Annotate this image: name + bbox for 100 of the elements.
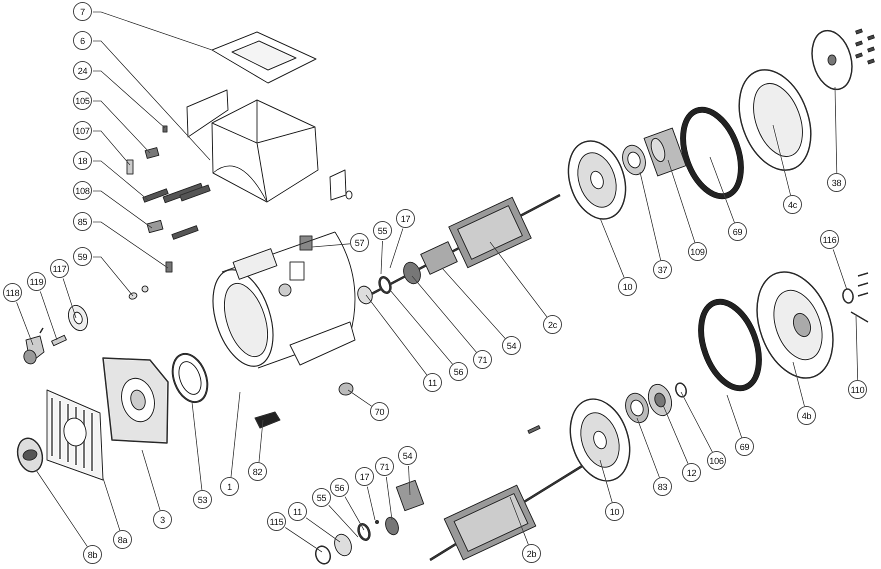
callout-number: 71 — [380, 462, 390, 472]
callout-circle — [728, 222, 747, 241]
leader-line — [710, 156, 735, 223]
callout-number: 117 — [52, 264, 66, 274]
callout-circle — [605, 502, 624, 521]
callout-circle — [73, 121, 92, 140]
callout-number: 83 — [658, 482, 668, 492]
callout-circle — [375, 457, 394, 476]
leader-line — [510, 496, 529, 546]
leader-line — [386, 476, 392, 520]
leader-line — [16, 302, 34, 346]
callout-circle — [396, 209, 415, 228]
callout-circle — [618, 277, 637, 296]
callout-circle — [522, 544, 541, 563]
callout-circle — [83, 545, 102, 564]
leader-line — [92, 190, 152, 228]
callout-circle — [113, 530, 132, 549]
callout-number: 82 — [252, 466, 262, 476]
callout-circle — [682, 463, 701, 482]
leader-line — [680, 392, 713, 452]
callout-number: 2b — [526, 548, 536, 558]
callout-number: 56 — [334, 482, 344, 492]
callout-circle — [288, 502, 307, 521]
callout-number: 24 — [78, 66, 88, 76]
callout-number: 116 — [822, 234, 836, 244]
callout-circle — [73, 181, 92, 200]
leader-line — [792, 362, 805, 407]
leader-line — [92, 70, 166, 128]
callout-circle — [827, 173, 846, 192]
callout-number: 110 — [850, 384, 864, 394]
callout-circle — [543, 315, 562, 334]
leader-line — [344, 496, 364, 530]
leader-line — [366, 486, 376, 520]
leader-line — [36, 470, 88, 548]
callout-circle — [312, 488, 331, 507]
callout-number: 8b — [88, 550, 98, 560]
leader-line — [230, 392, 240, 478]
callout-number: 4c — [788, 200, 798, 210]
callout-circle — [248, 462, 267, 481]
callout-circle — [688, 242, 707, 261]
callout-circle — [653, 477, 672, 496]
callout-number: 1 — [227, 482, 232, 492]
callout-number: 17 — [400, 214, 410, 224]
callout-circle — [502, 336, 521, 355]
leader-line — [92, 130, 130, 166]
leader-line — [600, 218, 625, 278]
leader-line — [284, 527, 322, 552]
callout-circle — [50, 259, 69, 278]
callout-number: 54 — [402, 450, 412, 460]
callout-circle — [27, 272, 46, 291]
leader-line — [726, 394, 742, 438]
callout-circle — [707, 451, 726, 470]
callout-number: 69 — [740, 442, 750, 452]
leader-line — [442, 268, 506, 339]
callout-circle — [73, 151, 92, 170]
callout-number: 4b — [802, 410, 812, 420]
leader-line — [662, 404, 688, 464]
callout-circle — [423, 373, 442, 392]
leader-line — [834, 86, 838, 174]
leader-line — [408, 466, 410, 496]
callout-circle — [330, 478, 349, 497]
callout-number: 108 — [75, 186, 90, 196]
callout-number: 11 — [428, 378, 437, 388]
callout-circle — [73, 91, 92, 110]
callout-number: 71 — [478, 354, 488, 364]
callout-circle — [783, 195, 802, 214]
leader-line — [390, 290, 453, 365]
leader-line — [306, 517, 340, 542]
leader-line — [92, 222, 168, 268]
callout-circle — [373, 221, 392, 240]
leader-line — [92, 160, 148, 200]
callout-number: 38 — [832, 178, 842, 188]
callout-circle — [653, 260, 672, 279]
callout-circle — [73, 247, 92, 266]
leader-line — [366, 294, 428, 376]
leader-line — [142, 450, 160, 511]
callout-number: 11 — [293, 506, 302, 516]
callout-number: 10 — [622, 282, 632, 292]
callout-circle — [398, 446, 417, 465]
leader-line — [380, 240, 383, 274]
callout-circle — [73, 61, 92, 80]
callout-number: 109 — [690, 246, 705, 256]
leader-line — [640, 172, 662, 261]
leader-line — [600, 460, 613, 503]
callout-circle — [193, 490, 212, 509]
callout-circle — [220, 477, 239, 496]
callout-circle — [449, 362, 468, 381]
callout-number: 115 — [270, 516, 284, 526]
callout-number: 118 — [6, 288, 20, 298]
callout-circle — [473, 350, 492, 369]
callout-number: 70 — [374, 406, 384, 416]
callout-number: 105 — [75, 96, 90, 106]
leader-line — [312, 243, 350, 248]
leader-line — [668, 160, 696, 243]
callout-number: 107 — [75, 126, 90, 136]
leader-line — [258, 420, 264, 462]
callout-number: 57 — [354, 238, 364, 248]
callout-number: 8a — [118, 534, 128, 544]
callout-number: 119 — [30, 276, 44, 286]
callout-circle — [848, 380, 867, 399]
